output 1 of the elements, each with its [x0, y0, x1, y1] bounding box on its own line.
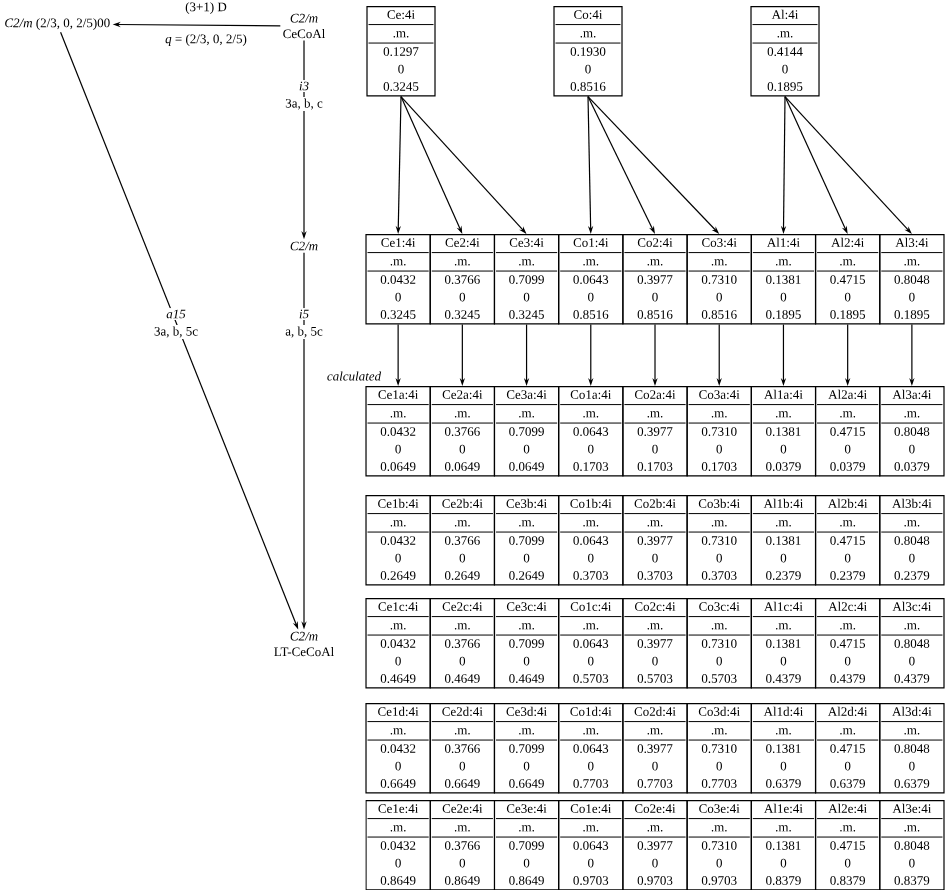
- arrow: [784, 95, 912, 234]
